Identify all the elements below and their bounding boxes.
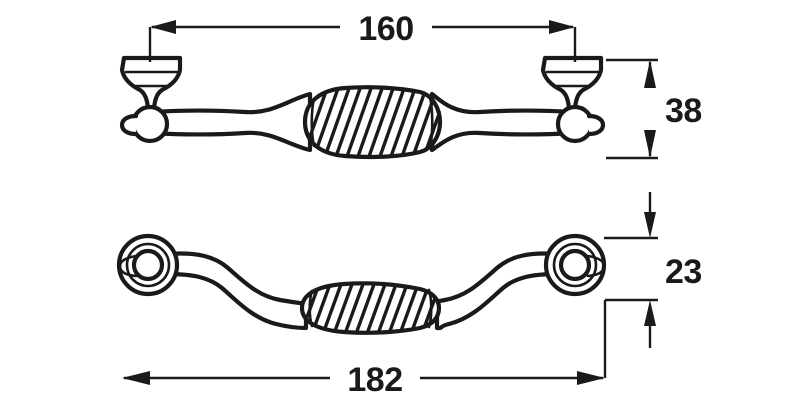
dimension-182: 182 <box>122 361 605 399</box>
dimension-182-value: 182 <box>347 361 402 399</box>
dimension-38-value: 38 <box>665 92 702 130</box>
dimension-160-arrow-left <box>150 20 176 34</box>
dimension-182-arrow-right <box>577 371 605 385</box>
dimension-160-arrow-right <box>549 20 575 34</box>
front-view-right-arm <box>428 251 560 331</box>
dimension-160: 160 <box>148 10 577 62</box>
front-view-left-rosette-middle <box>125 242 171 288</box>
front-view-left-rosette-inner <box>131 248 165 282</box>
top-view-handle-bar-right <box>429 91 578 153</box>
dimension-23-value: 23 <box>665 253 702 291</box>
top-view-left-ball-nub <box>119 113 139 137</box>
dimension-160-value: 160 <box>358 10 413 48</box>
front-view-left-rosette-lens <box>118 254 138 278</box>
dimension-38-arrow-bottom <box>644 130 656 158</box>
top-view-right-ball-nub <box>586 113 606 137</box>
top-view-handle-bar <box>147 91 313 153</box>
front-view-left-arm <box>165 251 309 331</box>
front-view-right-rosette-inner <box>558 248 592 282</box>
dimension-182-arrow-left <box>122 371 150 385</box>
top-view-group <box>119 55 606 160</box>
front-view-group <box>116 233 607 335</box>
front-view-rope-collar-right <box>427 288 433 329</box>
top-view-rope-collar-right <box>428 95 434 150</box>
front-view-right-rosette-lens <box>586 254 606 278</box>
front-view-right-rosette-middle <box>552 242 598 288</box>
front-view-rope-collar-left <box>308 289 314 328</box>
top-view-rope-collar-left <box>310 97 316 148</box>
dimension-38-arrow-top <box>644 60 656 88</box>
dimension-23-arrow-bottom <box>644 300 656 326</box>
top-view-right-ball <box>555 104 595 144</box>
dimension-23: 23 <box>603 192 702 378</box>
dimension-23-arrow-top <box>644 212 656 238</box>
top-view-left-ball <box>130 104 170 144</box>
dimension-38: 38 <box>606 58 702 160</box>
